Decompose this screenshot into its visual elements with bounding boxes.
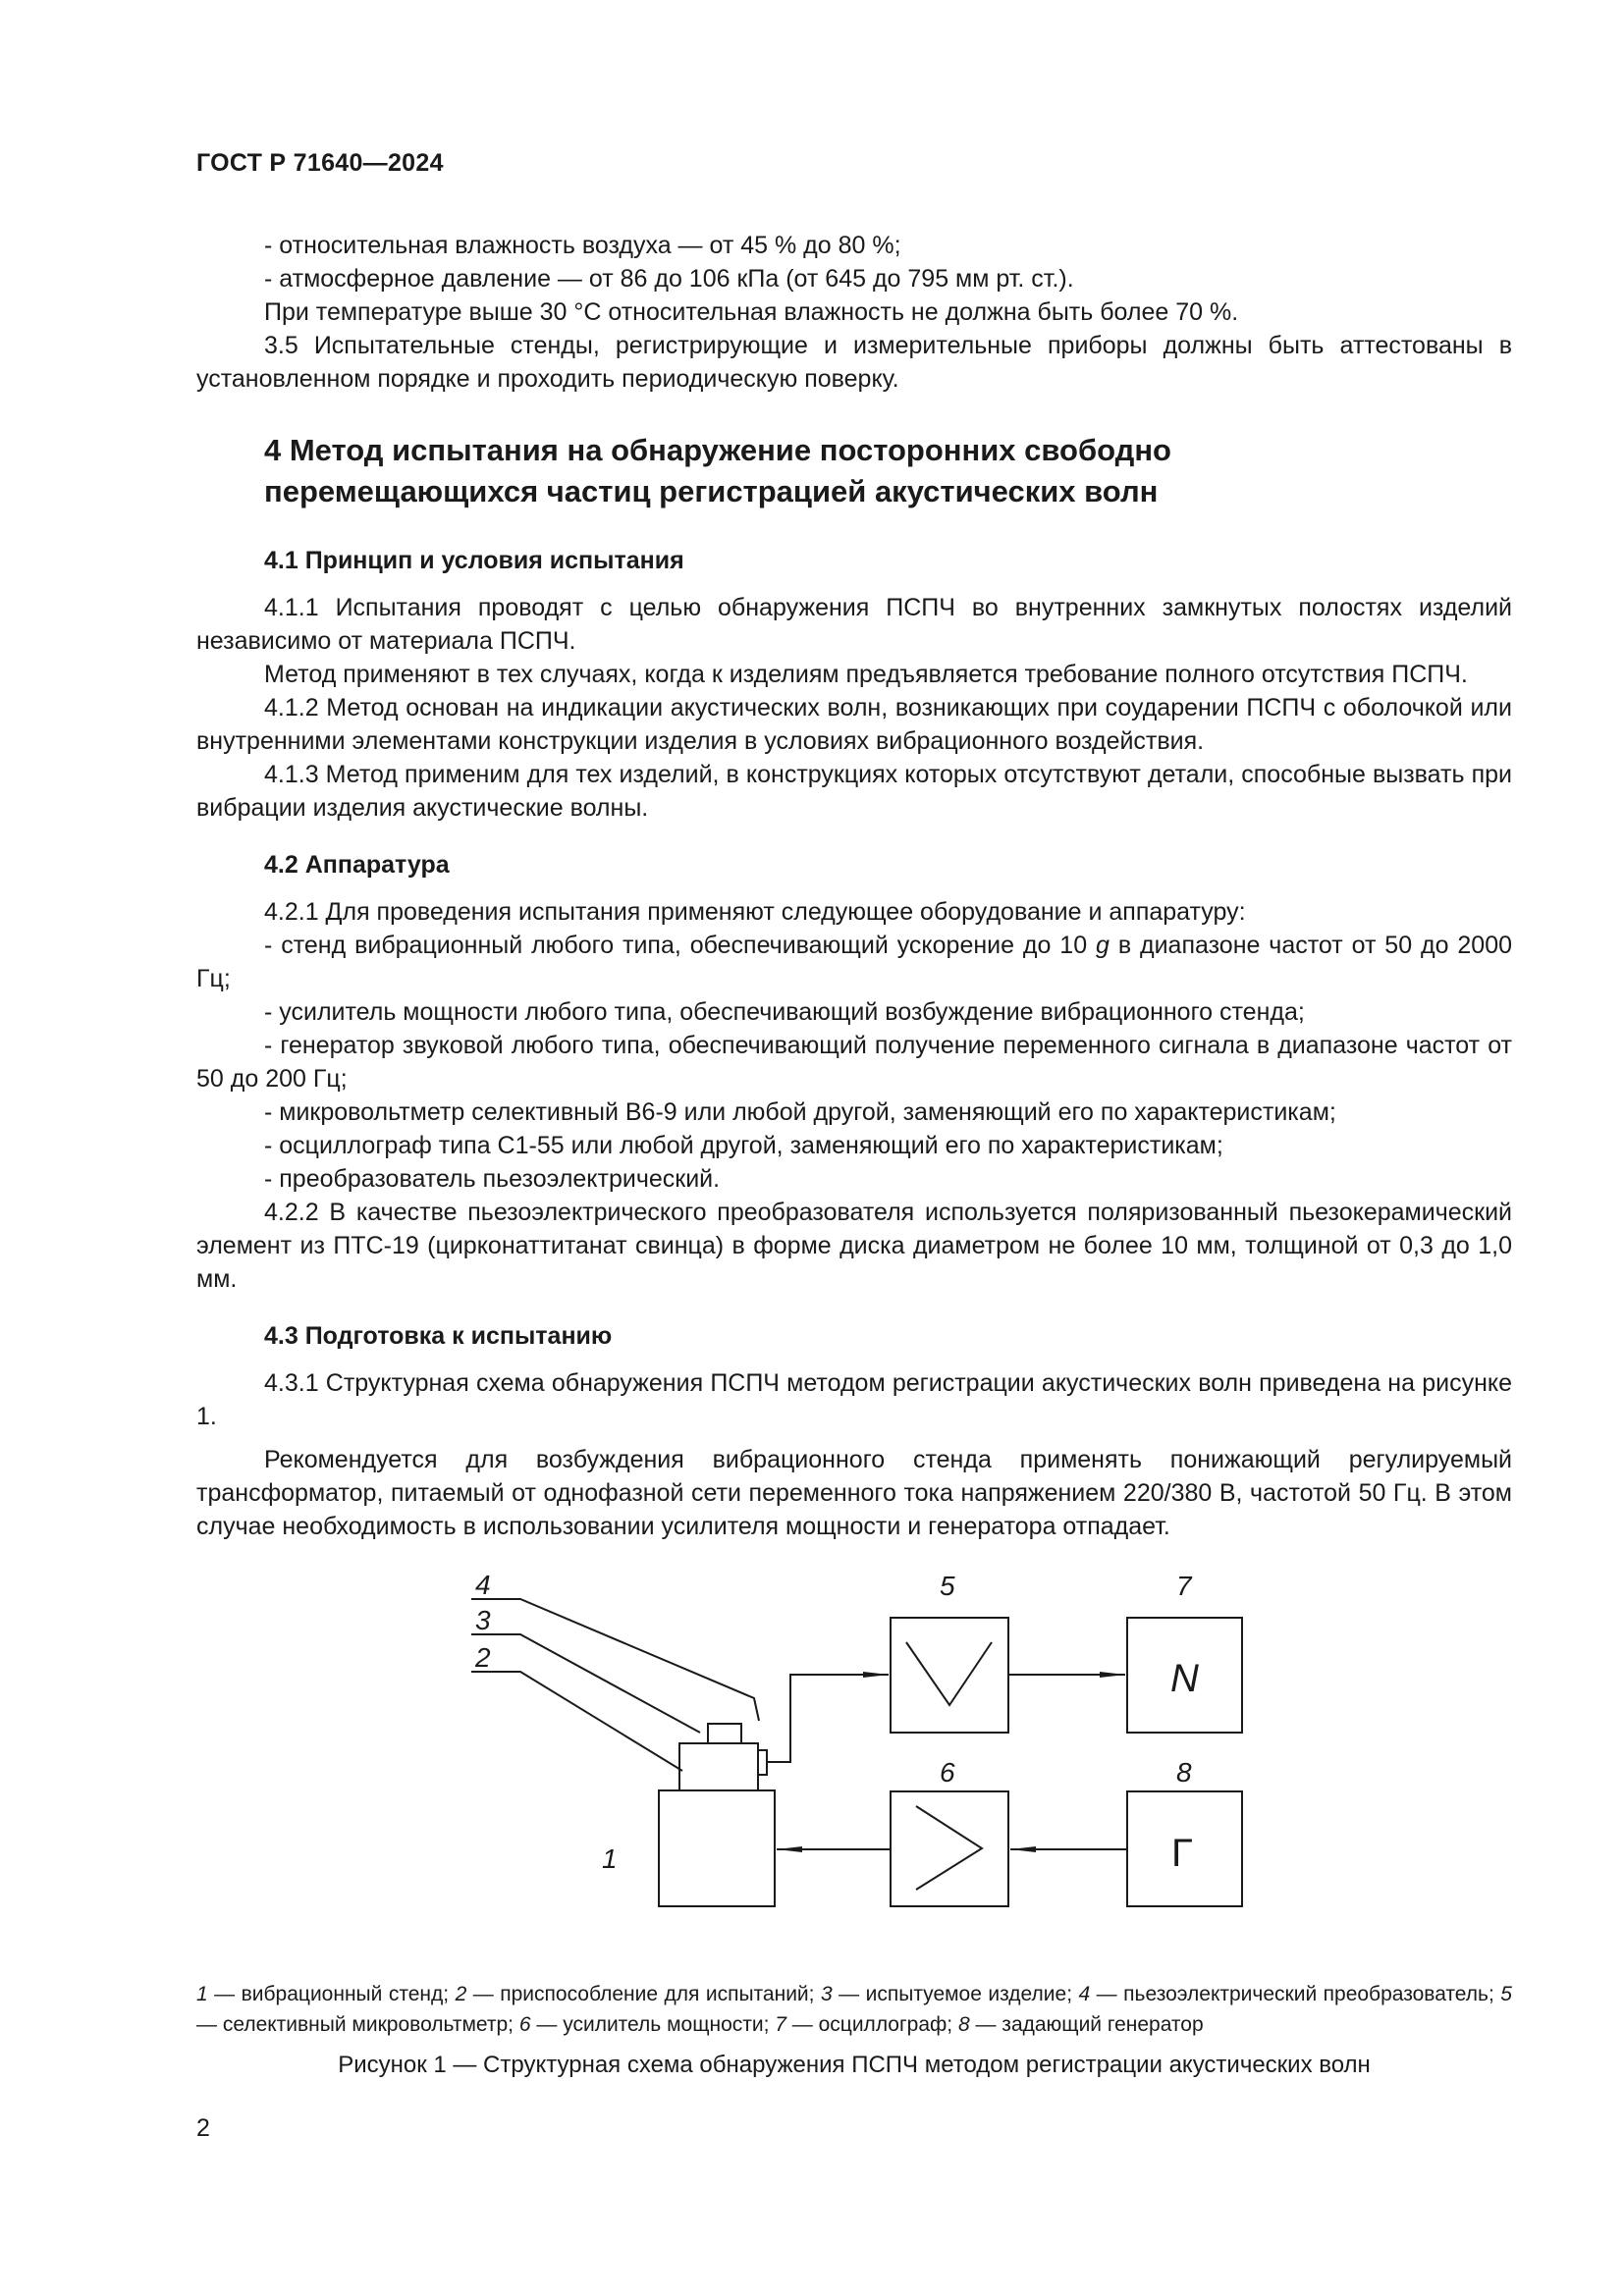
- legend-text-6: — усилитель мощности;: [530, 2013, 776, 2036]
- page-number: 2: [196, 2114, 210, 2142]
- label-4: 4: [475, 1570, 491, 1600]
- section-4-title-line2: перемещающихся частиц регистрацией акуст…: [264, 474, 1159, 508]
- label-6: 6: [940, 1757, 955, 1788]
- section-4-title-line1: 4 Метод испытания на обнаружение посторо…: [264, 433, 1171, 467]
- equipment-item-generator: - генератор звуковой любого типа, обеспе…: [196, 1032, 1512, 1093]
- paragraph-4-1-3: 4.1.3 Метод применим для тех изделий, в …: [196, 761, 1512, 822]
- block-diagram: 4 3 2 1 5 7 6 8 N Г: [471, 1570, 1243, 1907]
- legend-num-7: 7: [775, 2013, 786, 2036]
- paragraph-4-1-2: 4.1.2 Метод основан на индикации акустич…: [196, 694, 1512, 755]
- document-header: ГОСТ Р 71640—2024: [196, 149, 444, 177]
- paragraph-method: Метод применяют в тех случаях, когда к и…: [264, 661, 1468, 688]
- label-7: 7: [1176, 1571, 1193, 1601]
- paragraph-4-1-1: 4.1.1 Испытания проводят с целью обнаруж…: [196, 594, 1512, 655]
- legend-text-1: — вибрационный стенд;: [207, 1983, 456, 2005]
- bullet-humidity: - относительная влажность воздуха — от 4…: [264, 232, 901, 259]
- legend-num-1: 1: [196, 1983, 208, 2005]
- label-1: 1: [602, 1843, 618, 1874]
- oscilloscope-block: [1126, 1617, 1243, 1734]
- subsection-4-2-title: 4.2 Аппаратура: [264, 851, 450, 879]
- legend-num-5: 5: [1500, 1983, 1512, 2005]
- legend-text-8: — задающий генератор: [969, 2013, 1204, 2036]
- label-5: 5: [940, 1571, 955, 1601]
- vibration-stand-block: [658, 1789, 776, 1907]
- legend-text-2: — приспособление для испытаний;: [466, 1983, 821, 2005]
- figure-title: Рисунок 1 — Структурная схема обнаружени…: [338, 2052, 1371, 2078]
- legend-text-5: — селективный микровольтметр;: [196, 2013, 519, 2036]
- paragraph-3-5: 3.5 Испытательные стенды, регистрирующие…: [196, 332, 1512, 393]
- label-8: 8: [1176, 1757, 1192, 1788]
- microvoltmeter-symbol: [905, 1641, 993, 1707]
- microvoltmeter-block: [890, 1617, 1009, 1734]
- equipment-item-microvoltmeter: - микровольтметр селективный В6-9 или лю…: [264, 1098, 1336, 1126]
- paragraph-4-2-1: 4.2.1 Для проведения испытания применяют…: [264, 898, 1246, 926]
- bullet-pressure: - атмосферное давление — от 86 до 106 кП…: [264, 265, 1074, 293]
- legend-text-7: — осциллограф;: [785, 2013, 958, 2036]
- section-4-title: 4 Метод испытания на обнаружение посторо…: [264, 430, 1512, 512]
- subsection-4-1-title: 4.1 Принцип и условия испытания: [264, 547, 684, 574]
- paragraph-recommend: Рекомендуется для возбуждения вибрационн…: [196, 1446, 1512, 1540]
- equipment-item-transducer: - преобразователь пьезоэлектрический.: [264, 1165, 721, 1193]
- legend-num-2: 2: [455, 1983, 467, 2005]
- oscilloscope-symbol: N: [1170, 1657, 1199, 1700]
- paragraph-4-3-1: 4.3.1 Структурная схема обнаружения ПСПЧ…: [196, 1369, 1512, 1430]
- label-2: 2: [474, 1642, 491, 1673]
- legend-num-4: 4: [1078, 1983, 1091, 2005]
- subsection-4-3-title: 4.3 Подготовка к испытанию: [264, 1322, 613, 1350]
- generator-symbol: Г: [1171, 1832, 1193, 1875]
- amplifier-block: [890, 1790, 1009, 1907]
- equipment-item-amplifier: - усилитель мощности любого типа, обеспе…: [264, 998, 1305, 1026]
- signal-line-transducer-to-5: [767, 1672, 889, 1763]
- legend-text-3: — испытуемое изделие;: [832, 1983, 1079, 2005]
- equipment-item-stand-pre: - стенд вибрационный любого типа, обеспе…: [264, 932, 1097, 959]
- leader-line-2: [471, 1671, 683, 1772]
- equipment-item-stand: - стенд вибрационный любого типа, обеспе…: [196, 929, 1512, 995]
- piezo-transducer-block: [757, 1749, 768, 1776]
- amplifier-symbol: [915, 1805, 984, 1891]
- label-3: 3: [475, 1605, 491, 1635]
- legend-num-6: 6: [518, 2013, 531, 2036]
- figure-1-diagram: 4 3 2 1 5 7 6 8 N Г: [471, 1561, 1276, 1993]
- equipment-item-oscilloscope: - осциллограф типа С1-55 или любой друго…: [264, 1132, 1223, 1159]
- leader-line-3: [471, 1633, 701, 1734]
- unit-g: g: [1096, 932, 1110, 959]
- test-fixture-block: [678, 1742, 759, 1791]
- leader-line-4: [471, 1598, 760, 1722]
- legend-num-3: 3: [820, 1983, 833, 2005]
- note-temperature: При температуре выше 30 °С относительная…: [264, 298, 1239, 326]
- figure-legend: 1 — вибрационный стенд; 2 — приспособлен…: [196, 1979, 1512, 2040]
- document-body: - относительная влажность воздуха — от 4…: [196, 229, 1512, 1543]
- equipment-item-stand-post: в диапазоне частот от 50 до 2000 Гц;: [196, 932, 1513, 992]
- tested-product-block: [707, 1723, 742, 1744]
- paragraph-4-2-2: 4.2.2 В качестве пьезоэлектрического пре…: [196, 1199, 1512, 1293]
- legend-text-4: — пьезоэлектрический преобразователь;: [1090, 1983, 1501, 2005]
- legend-num-8: 8: [957, 2013, 970, 2036]
